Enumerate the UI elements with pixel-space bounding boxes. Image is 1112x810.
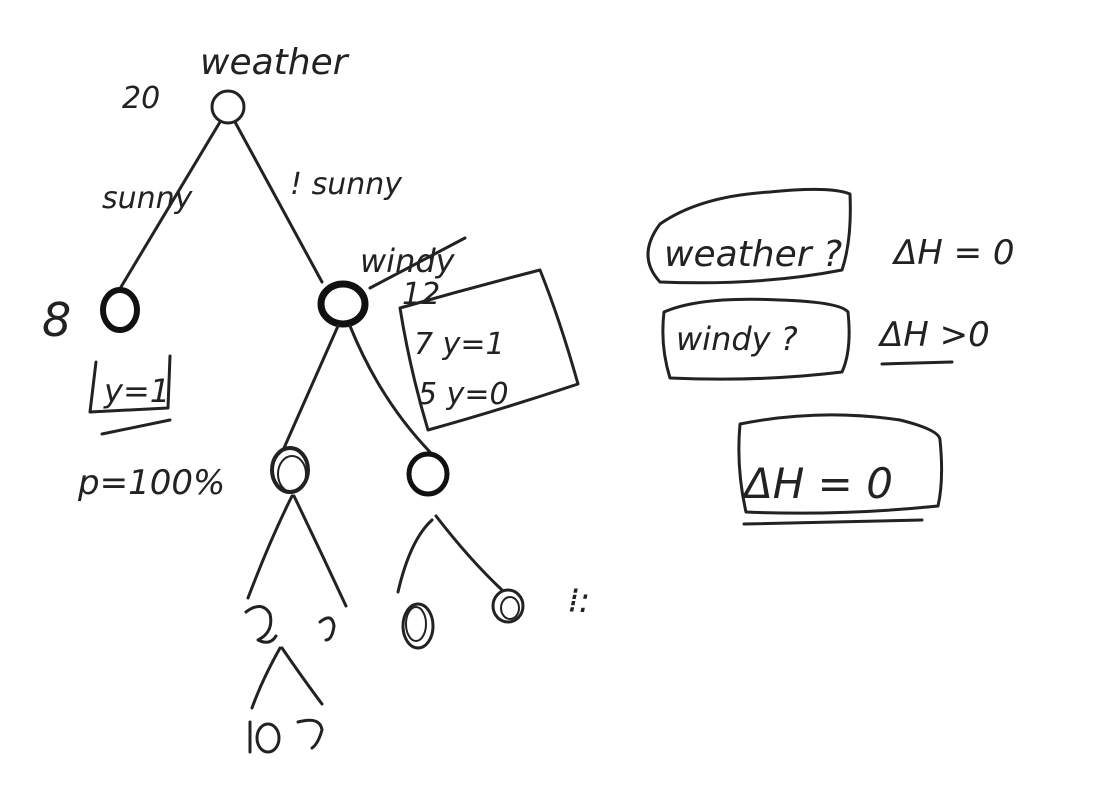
edge-label-not-sunny: ! sunny [290, 167, 403, 202]
edge-not-sunny [233, 120, 324, 284]
edge-l2right-a [396, 518, 434, 594]
level3-node-a [244, 605, 278, 644]
left-box-outline [88, 354, 172, 414]
edge-right-left [282, 324, 340, 450]
weather-q-box [646, 187, 852, 285]
right-label: windy [360, 242, 456, 280]
left-count: 8 [42, 293, 71, 347]
edge-l2left-b [292, 494, 348, 608]
right-box-line-1: 7 y=1 [414, 327, 505, 362]
windy-question: windy ? [676, 320, 798, 358]
level2-node-left-scribble [277, 455, 307, 493]
edge-l2left-a [246, 494, 294, 600]
edge-l3-b [280, 646, 324, 706]
edge-l3-a [250, 646, 282, 710]
level2-node-right [406, 451, 450, 497]
right-node [317, 280, 369, 328]
right-box-outline [398, 268, 580, 432]
level4-node-b [296, 718, 324, 750]
root-count: 20 [122, 81, 160, 116]
decision-tree: weather 20 sunny ! sunny 8 y=1 p=100% wi… [42, 42, 590, 754]
boxed-delta-outline [737, 413, 944, 515]
information-gain-notes: weather ? ΔH = 0 windy ? ΔH >0 ΔH = 0 [646, 187, 1015, 526]
left-box-underline [100, 418, 172, 436]
edge-label-sunny: sunny [102, 181, 194, 216]
weather-delta-h: ΔH = 0 [891, 233, 1015, 273]
weather-question: weather ? [664, 234, 842, 275]
boxed-delta-underline [742, 518, 924, 526]
right-label-strike [368, 236, 467, 290]
edge-right-right [348, 324, 432, 454]
boxed-delta-h: ΔH = 0 [741, 459, 893, 508]
left-box-text: y=1 [103, 372, 170, 410]
left-probability: p=100% [77, 463, 225, 503]
right-box-line-2: 5 y=0 [418, 377, 509, 412]
windy-delta-h: ΔH >0 [877, 315, 990, 355]
level3-node-d-scribble [500, 596, 520, 620]
root-label: weather [200, 42, 350, 83]
level3-node-d [491, 588, 525, 624]
level4-node-a [255, 722, 281, 754]
level3-node-c [401, 602, 435, 650]
ellipsis-mark: ⁞: [568, 581, 590, 621]
root-node [210, 89, 246, 125]
level3-node-c-scribble [405, 606, 427, 642]
windy-delta-underline [880, 360, 954, 366]
edge-sunny [116, 120, 222, 294]
level3-node-b [318, 616, 336, 642]
edge-l2right-b [434, 514, 504, 592]
windy-q-box [661, 297, 851, 381]
left-node [100, 287, 140, 333]
